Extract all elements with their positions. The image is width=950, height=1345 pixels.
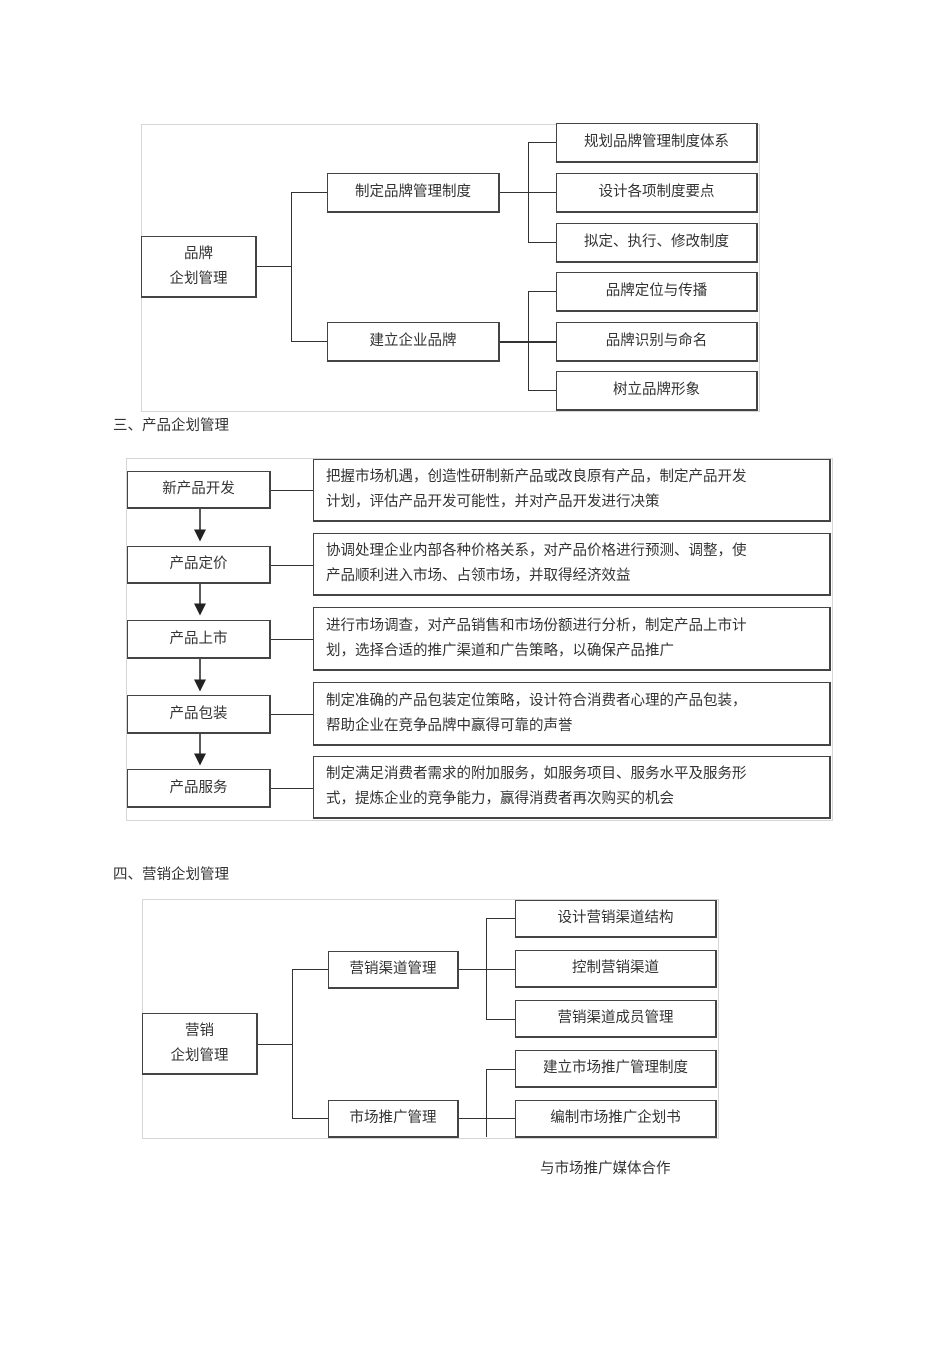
product-desc-4-line2: 帮助企业在竞争品牌中赢得可靠的声誉 [326,717,573,734]
brand-root-line1: 品牌 [184,245,213,262]
product-step-2: 产品定价 [127,546,271,584]
marketing-branch-1: 营销渠道管理 [328,951,459,989]
marketing-item-2-2: 编制市场推广企划书 [515,1100,717,1138]
brand-root-line2: 企划管理 [169,270,228,287]
brand-item-1-1: 规划品牌管理制度体系 [556,123,758,163]
marketing-root-box: 营销 企划管理 [142,1013,258,1075]
marketing-branch-2: 市场推广管理 [328,1100,459,1138]
product-step-5-connector [271,788,314,789]
brand-root-connector [257,266,292,267]
product-desc-3: 进行市场调查，对产品销售和市场份额进行分析，制定产品上市计 划，选择合适的推广渠… [313,607,831,671]
marketing-root-line1: 营销 [185,1022,214,1039]
product-desc-3-line1: 进行市场调查，对产品销售和市场份额进行分析，制定产品上市计 [326,617,747,634]
product-desc-2-line2: 产品顺利进入市场、占领市场，并取得经济效益 [326,568,631,584]
product-desc-4-line1: 制定准确的产品包装定位策略，设计符合消费者心理的产品包装， [326,692,747,709]
brand-branch-2: 建立企业品牌 [327,322,500,362]
product-step-2-connector [271,565,314,566]
brand-branch1-connector [291,192,328,193]
brand-root-box: 品牌 企划管理 [141,236,257,298]
marketing-item-1-2: 控制营销渠道 [515,950,717,988]
marketing-item-1-1: 设计营销渠道结构 [515,900,717,938]
brand-item-1-3: 拟定、执行、修改制度 [556,223,758,263]
product-step-3-connector [271,639,314,640]
marketing-b1-leaf2 [486,969,516,970]
product-desc-5-line2: 式，提炼企业的竞争能力，赢得消费者再次购买的机会 [326,791,674,807]
marketing-b2-leaf1 [486,1069,516,1070]
product-step-4: 产品包装 [127,695,271,734]
brand-item-2-2: 品牌识别与命名 [556,322,758,362]
product-desc-4: 制定准确的产品包装定位策略，设计符合消费者心理的产品包装， 帮助企业在竞争品牌中… [313,682,831,746]
product-desc-3-line2: 划，选择合适的推广渠道和广告策略，以确保产品推广 [326,642,674,659]
brand-b2-spine [528,291,529,391]
product-step-5: 产品服务 [127,769,271,808]
brand-item-2-3: 树立品牌形象 [556,371,758,411]
marketing-b1-out [459,969,487,970]
brand-branch2-connector [291,341,328,342]
marketing-b1-leaf3 [486,1019,516,1020]
marketing-b1-leaf1 [486,918,516,919]
marketing-trunk [292,969,293,1119]
brand-b1-leaf3 [528,242,557,243]
marketing-overflow-item: 与市场推广媒体合作 [540,1161,671,1177]
product-desc-1-line2: 计划，评估产品开发可能性，并对产品开发进行决策 [326,494,660,510]
product-step-3: 产品上市 [127,620,271,659]
brand-item-2-1: 品牌定位与传播 [556,272,758,312]
marketing-branch1-connector [292,969,329,970]
product-desc-1: 把握市场机遇，创造性研制新产品或改良原有产品，制定产品开发 计划，评估产品开发可… [313,459,831,522]
product-desc-1-line1: 把握市场机遇，创造性研制新产品或改良原有产品，制定产品开发 [326,469,747,485]
brand-trunk [291,192,292,341]
marketing-root-connector [258,1044,293,1045]
product-step-1-connector [271,490,314,491]
product-desc-2-line1: 协调处理企业内部各种价格关系，对产品价格进行预测、调整，使 [326,543,747,559]
brand-b2-leaf3 [528,390,557,391]
brand-item-1-2: 设计各项制度要点 [556,173,758,213]
marketing-root-line2: 企划管理 [170,1047,229,1064]
product-desc-2: 协调处理企业内部各种价格关系，对产品价格进行预测、调整，使 产品顺利进入市场、占… [313,533,831,596]
product-step-1: 新产品开发 [127,471,271,509]
marketing-item-2-1: 建立市场推广管理制度 [515,1050,717,1088]
marketing-branch2-connector [292,1118,329,1119]
brand-b2-leaf1 [528,291,557,292]
product-desc-5: 制定满足消费者需求的附加服务，如服务项目、服务水平及服务形 式，提炼企业的竞争能… [313,756,831,819]
brand-b1-leaf1 [528,142,557,143]
marketing-section-heading: 四、营销企划管理 [113,867,229,883]
product-section-heading: 三、产品企划管理 [113,418,229,434]
marketing-b2-out [459,1118,516,1119]
brand-branch-1: 制定品牌管理制度 [327,173,500,213]
product-step-4-connector [271,714,314,715]
product-desc-5-line1: 制定满足消费者需求的附加服务，如服务项目、服务水平及服务形 [326,766,747,782]
brand-b1-leaf2 [528,192,557,193]
brand-b1-out [500,192,528,193]
marketing-item-1-3: 营销渠道成员管理 [515,1000,717,1038]
marketing-b2-spine [486,1069,487,1137]
